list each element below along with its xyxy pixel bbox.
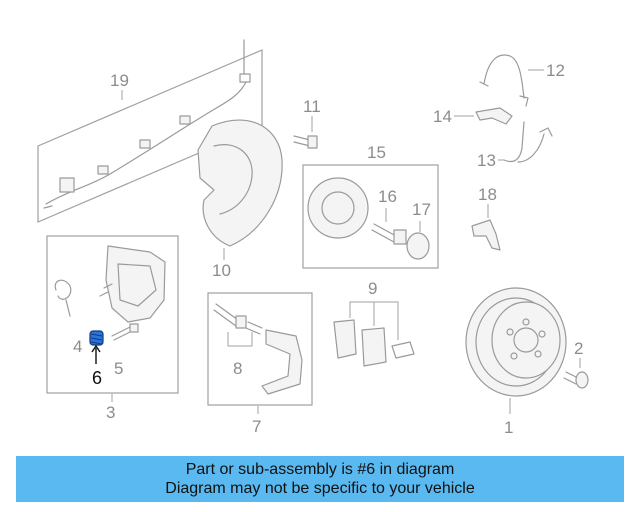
caliper-assembly — [46, 235, 179, 394]
callout-1: 1 — [504, 418, 513, 437]
shield-bolt — [293, 135, 318, 149]
callout-8: 8 — [233, 359, 242, 378]
callout-7: 7 — [252, 417, 261, 436]
hose-bracket — [475, 107, 513, 125]
callout-3: 3 — [106, 403, 115, 422]
wear-sensor — [471, 219, 501, 251]
rotor-screw — [563, 371, 589, 389]
callout-18: 18 — [478, 185, 497, 204]
brake-rotor — [465, 287, 567, 397]
info-banner: Part or sub-assembly is #6 in diagram Di… — [16, 456, 624, 502]
callout-17: 17 — [412, 200, 431, 219]
callout-2: 2 — [574, 339, 583, 358]
brake-line — [503, 121, 553, 163]
part-6-highlight — [89, 330, 104, 364]
dust-shield — [197, 119, 283, 247]
callout-10: 10 — [212, 261, 231, 280]
parts-diagram: 19 4 5 6 3 10 11 — [37, 39, 589, 437]
callout-16: 16 — [378, 187, 397, 206]
banner-line-1: Part or sub-assembly is #6 in diagram — [185, 461, 455, 478]
callout-5: 5 — [114, 359, 123, 378]
callout-15: 15 — [367, 143, 386, 162]
callout-14: 14 — [433, 107, 452, 126]
callout-19: 19 — [110, 71, 129, 90]
callout-13: 13 — [477, 151, 496, 170]
banner-line-2: Diagram may not be specific to your vehi… — [165, 480, 475, 497]
callout-12: 12 — [546, 61, 565, 80]
caliper-bolt — [111, 323, 139, 341]
caliper-bracket-assembly — [207, 292, 313, 406]
callout-11: 11 — [303, 97, 321, 116]
brake-hose — [479, 54, 529, 107]
callout-9: 9 — [368, 279, 377, 298]
hub-assembly — [302, 164, 439, 269]
callout-4: 4 — [73, 337, 82, 356]
callout-6: 6 — [92, 368, 102, 388]
brake-pads — [333, 319, 415, 367]
